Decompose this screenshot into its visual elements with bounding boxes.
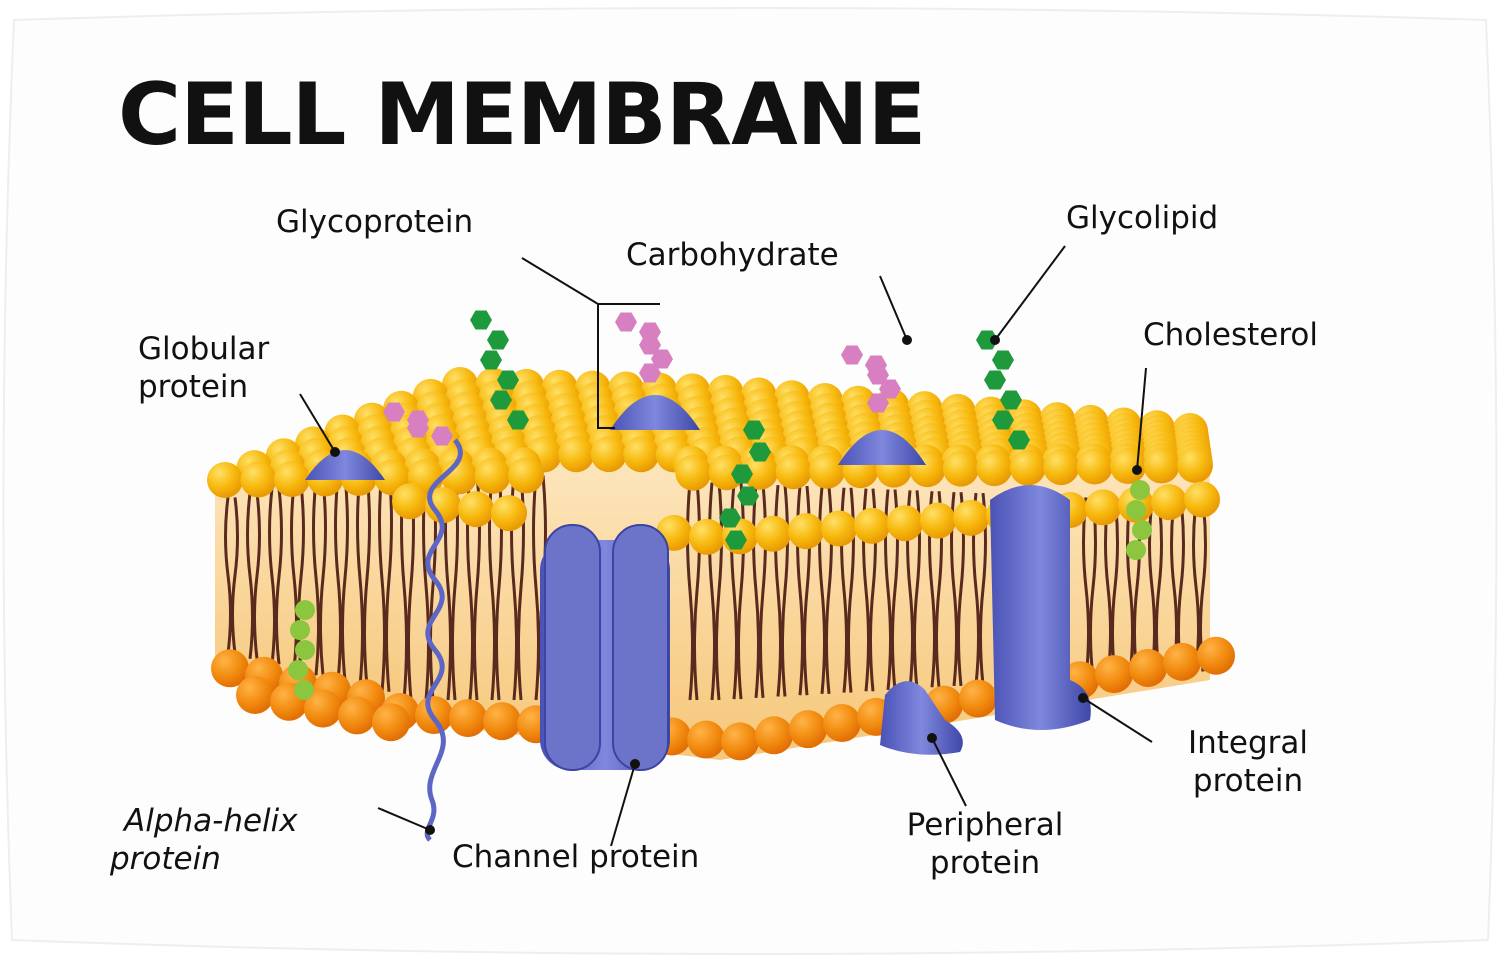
label-integral-line1: Integral — [1187, 725, 1309, 761]
label-globular-protein: Globular protein — [138, 330, 269, 406]
leader-dots — [330, 335, 1142, 835]
alpha-helix-protein — [424, 438, 463, 842]
glycoprotein-dome-right — [838, 430, 926, 465]
label-integral-line2: protein — [1192, 763, 1304, 799]
label-alpha-line1: Alpha-helix — [124, 803, 298, 839]
label-globular-line2: protein — [138, 369, 249, 405]
label-channel-protein: Channel protein — [452, 839, 700, 875]
label-glycoprotein: Glycoprotein — [276, 204, 474, 240]
glycoprotein-dome — [610, 395, 700, 430]
leader-lines — [299, 245, 1153, 847]
label-globular-line1: Globular — [138, 331, 270, 367]
label-alpha-helix-protein: Alpha-helix protein — [110, 802, 298, 878]
cholesterol-right — [1126, 480, 1152, 560]
label-peripheral-protein: Peripheral protein — [885, 806, 1085, 882]
channel-protein — [540, 524, 670, 771]
label-cholesterol: Cholesterol — [1143, 317, 1318, 353]
label-integral-protein: Integral protein — [1168, 724, 1328, 800]
cholesterol-left — [288, 600, 315, 700]
label-carbohydrate: Carbohydrate — [626, 237, 839, 273]
top-heads — [207, 367, 1220, 555]
carbohydrate-chains — [383, 312, 901, 446]
label-peripheral-line2: protein — [929, 845, 1041, 881]
label-glycolipid: Glycolipid — [1066, 200, 1219, 236]
globular-protein-left — [305, 450, 385, 480]
glycolipid-chains — [470, 310, 1030, 550]
label-alpha-line2: protein — [110, 841, 221, 877]
peripheral-protein — [880, 681, 963, 755]
label-peripheral-line1: Peripheral — [906, 807, 1064, 843]
integral-protein — [990, 485, 1091, 730]
page-title: CELL MEMBRANE — [118, 65, 926, 165]
